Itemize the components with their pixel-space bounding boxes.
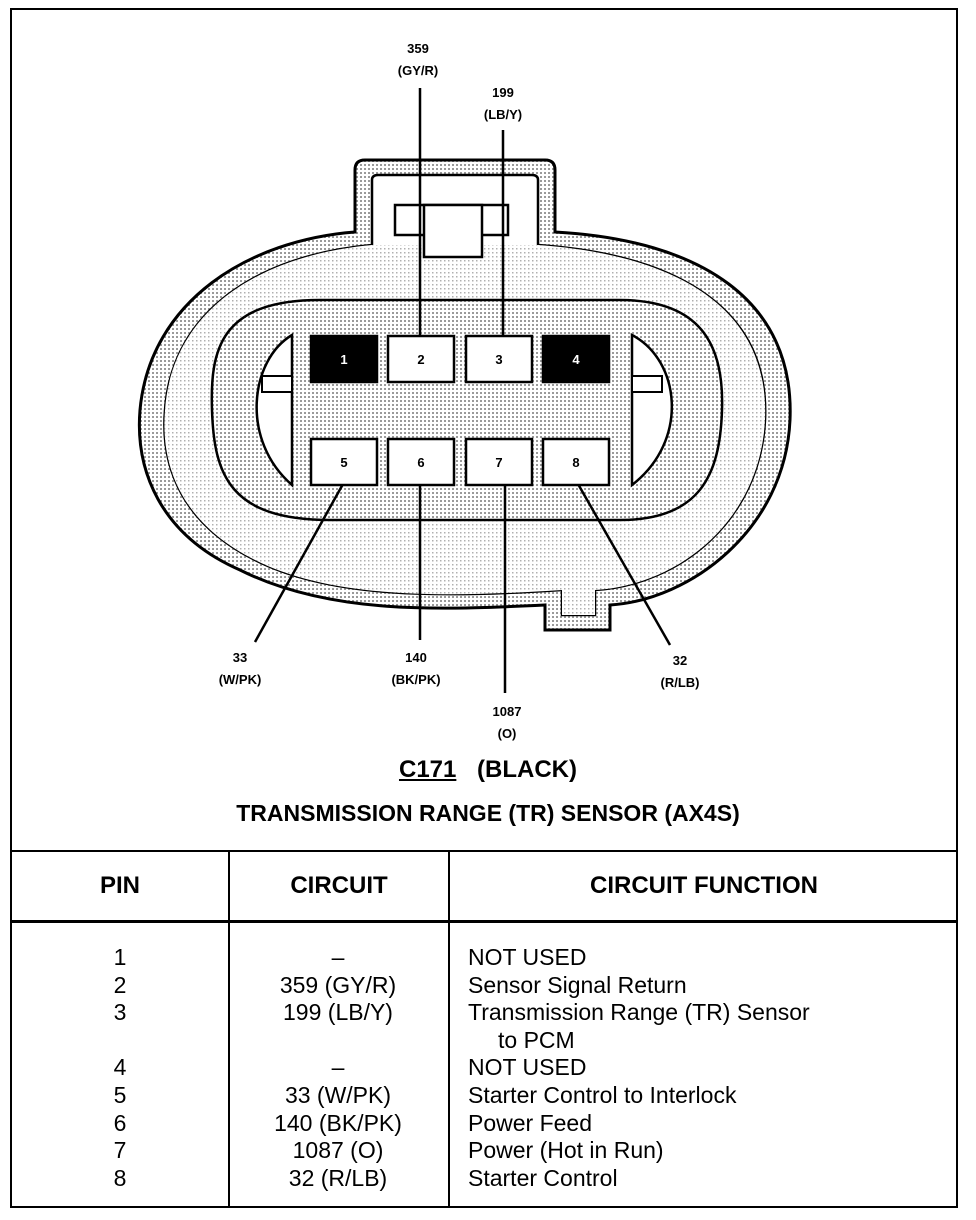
function-cell: Transmission Range (TR) Sensor (468, 999, 810, 1026)
wire-label-color: (W/PK) (219, 672, 262, 687)
connector-id: C171 (398, 756, 457, 783)
pin-cavity-8: 8 (541, 437, 611, 487)
table-col-divider (228, 850, 230, 1208)
header-pin: PIN (99, 872, 140, 899)
function-cell: Power Feed (468, 1109, 593, 1136)
wire-label-circuit: 359 (407, 41, 429, 56)
pin-cavity-4: 4 (541, 334, 611, 384)
outer-frame (10, 8, 958, 1208)
wire-label-pin5: 33 (W/PK) (219, 650, 262, 687)
wire-label-circuit: 1087 (493, 704, 522, 719)
wire-label-color: (GY/R) (398, 63, 438, 78)
wire-label-pin2: 359 (GY/R) (398, 41, 438, 78)
pin-cavity-1: 1 (309, 334, 379, 384)
pin-box (464, 437, 534, 487)
pin-cell: 2 (113, 971, 127, 998)
pin-box (541, 334, 611, 384)
circuit-cell: 199 (LB/Y) (283, 999, 393, 1026)
connector-shell (137, 158, 792, 632)
pin-cell: 5 (113, 1081, 127, 1108)
pin-box (386, 437, 456, 487)
pin-box (464, 334, 534, 384)
function-cell: Starter Control to Interlock (468, 1081, 737, 1108)
pin-cavity-5: 5 (309, 437, 379, 487)
pin-cavity-6: 6 (386, 437, 456, 487)
table-header-divider (10, 920, 958, 923)
pin-number: 7 (495, 455, 502, 470)
circuit-cell: – (331, 944, 345, 970)
pin-cavity-2: 2 (386, 334, 456, 384)
wire-label-color: (LB/Y) (484, 107, 522, 122)
wire-label-pin8: 32 (R/LB) (661, 653, 700, 690)
wire-lines (253, 88, 672, 693)
circuit-cell: 33 (W/PK) (284, 1081, 392, 1108)
pin-box (309, 437, 379, 487)
function-cell: Sensor Signal Return (468, 971, 687, 998)
wire-pin5 (253, 483, 345, 643)
function-cell: NOT USED (468, 944, 587, 970)
header-function: CIRCUIT FUNCTION (590, 872, 818, 899)
connector-caption: C171 (BLACK) (0, 756, 976, 784)
pin-row-top: 1 2 3 4 (309, 334, 611, 384)
pin-number: 3 (495, 352, 502, 367)
wire-label-circuit: 199 (492, 85, 514, 100)
connector-title: TRANSMISSION RANGE (TR) SENSOR (AX4S) (236, 800, 740, 826)
table-col-divider (448, 850, 450, 1208)
wire-label-color: (R/LB) (661, 675, 700, 690)
pin-row-bottom: 5 6 7 8 (309, 437, 611, 487)
pin-cell: 3 (113, 999, 127, 1026)
pin-number: 6 (417, 455, 424, 470)
pin-cell: 7 (113, 1137, 127, 1164)
circuit-cell: 1087 (O) (292, 1137, 384, 1164)
pin-cell: 6 (113, 1109, 127, 1136)
row-spacer (232, 1027, 444, 1055)
circuit-column: –359 (GY/R)199 (LB/Y)–33 (W/PK)140 (BK/P… (232, 944, 444, 1192)
circuit-cell: 359 (GY/R) (279, 971, 397, 998)
wire-label-color: (O) (498, 726, 517, 741)
pin-cell: 8 (113, 1164, 127, 1191)
pin-cell: 4 (113, 1054, 127, 1081)
pin-box (541, 437, 611, 487)
circuit-cell: – (331, 1054, 345, 1081)
connector-color: (BLACK) (477, 756, 578, 783)
wire-label-circuit: 32 (673, 653, 687, 668)
function-cell: Starter Control (468, 1164, 618, 1191)
table-top-border (10, 850, 958, 852)
pin-number: 2 (417, 352, 424, 367)
wire-label-circuit: 33 (233, 650, 247, 665)
header-circuit: CIRCUIT (290, 872, 388, 899)
function-cell: Power (Hot in Run) (468, 1137, 664, 1164)
function-cell-continued: to PCM (498, 1026, 575, 1053)
connector-diagram: 1 2 3 4 5 6 7 8 359 (GY/R) 199 (LB/Y) 33 (W/PK… (137, 41, 792, 741)
pin-number: 4 (572, 352, 580, 367)
pin-cell: 1 (113, 944, 127, 970)
wire-label-pin7: 1087 (O) (493, 704, 522, 741)
wire-label-pin3: 199 (LB/Y) (484, 85, 522, 122)
wire-label-color: (BK/PK) (391, 672, 440, 687)
pin-cavity-7: 7 (464, 437, 534, 487)
wire-pin8 (576, 483, 672, 646)
pin-number: 1 (340, 352, 347, 367)
pin-box (386, 334, 456, 384)
wire-label-circuit: 140 (405, 650, 427, 665)
pin-cavity-3: 3 (464, 334, 534, 384)
function-cell: NOT USED (468, 1054, 587, 1081)
pin-number: 8 (572, 455, 579, 470)
pin-box (309, 334, 379, 384)
wire-label-pin6: 140 (BK/PK) (391, 650, 440, 687)
circuit-cell: 140 (BK/PK) (274, 1109, 402, 1136)
circuit-cell: 32 (R/LB) (288, 1164, 388, 1191)
row-spacer (20, 1027, 220, 1055)
pin-number: 5 (340, 455, 347, 470)
